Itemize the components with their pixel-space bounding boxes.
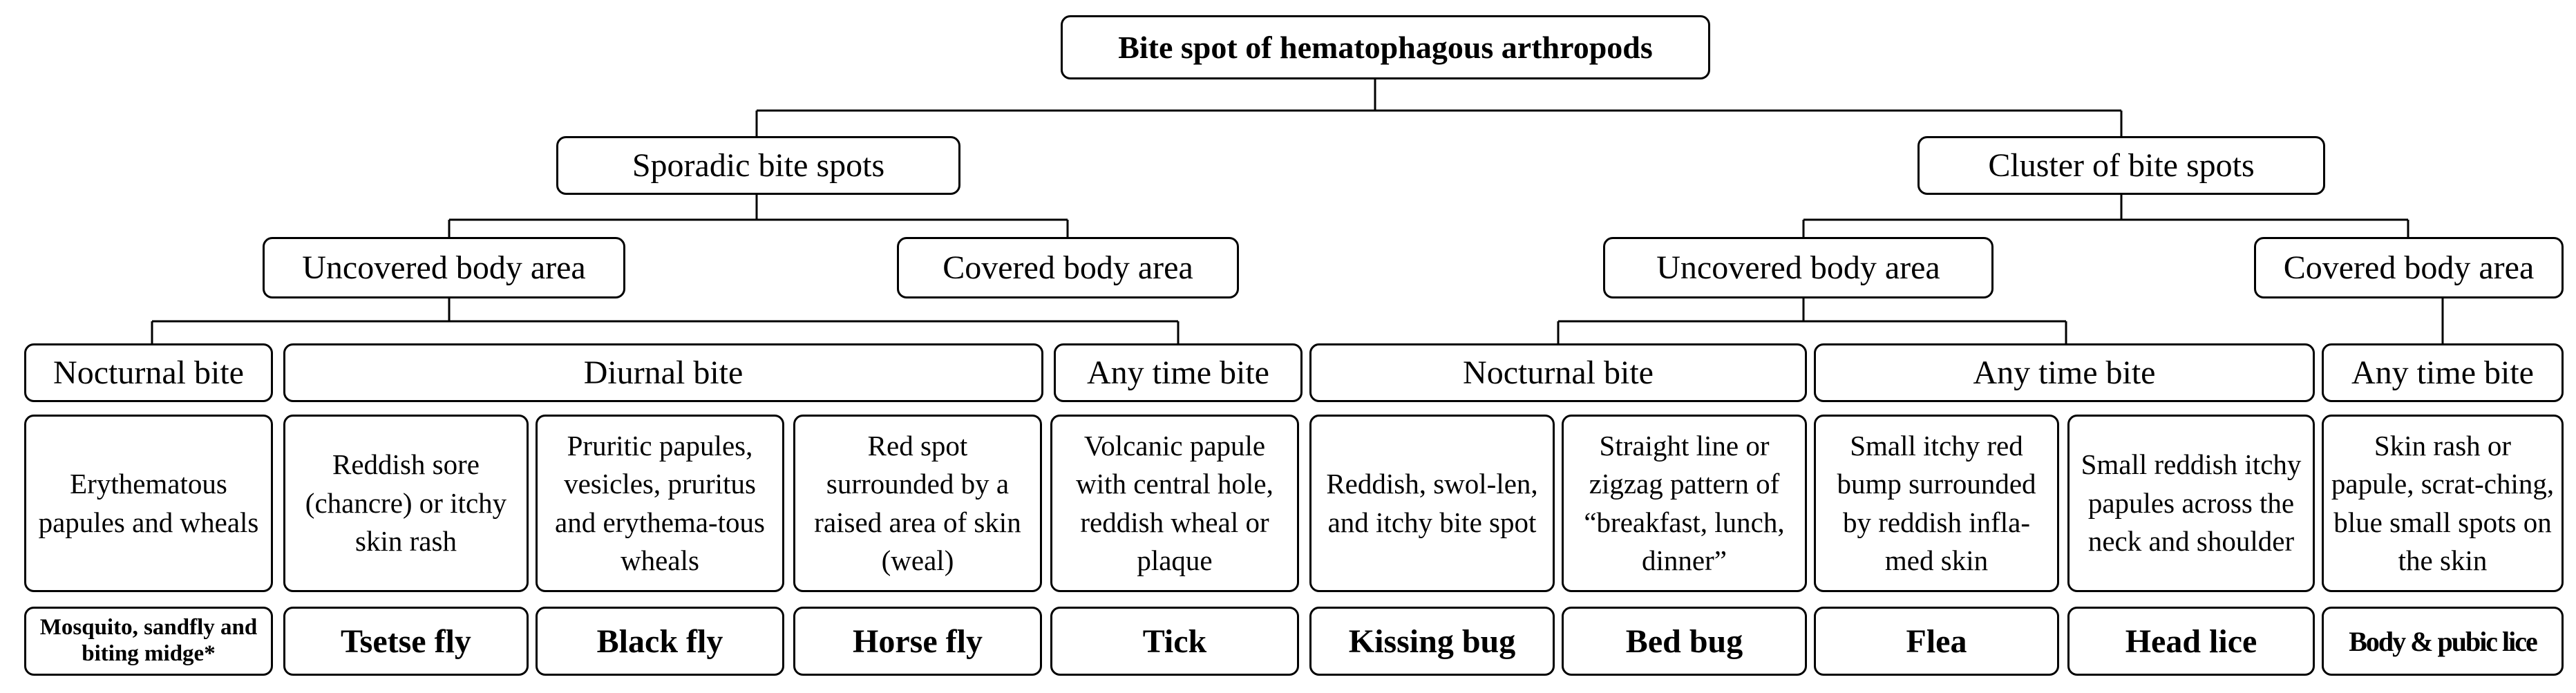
- arthropod-name: Tsetse fly: [341, 623, 471, 660]
- description-node-10: Skin rash or papule, scrat-ching, blue s…: [2322, 415, 2564, 592]
- arthropod-name: Head lice: [2125, 623, 2257, 660]
- arthropod-name: Black fly: [596, 623, 723, 660]
- sporadic-covered-label: Covered body area: [943, 249, 1193, 286]
- diurnal-bite-node: Diurnal bite: [283, 343, 1043, 402]
- nocturnal-bite-label-2: Nocturnal bite: [1463, 354, 1654, 391]
- description-text: Reddish, swol-len, and itchy bite spot: [1326, 468, 1538, 538]
- root-label: Bite spot of hematophagous arthropods: [1118, 30, 1653, 65]
- description-node-6: Reddish, swol-len, and itchy bite spot: [1309, 415, 1555, 592]
- cluster-covered-node: Covered body area: [2254, 237, 2564, 298]
- arthropod-node-7: Bed bug: [1562, 607, 1807, 676]
- description-text: Straight line or zigzag pattern of “brea…: [1584, 429, 1785, 576]
- description-text: Red spot surrounded by a raised area of …: [814, 429, 1021, 576]
- any-time-bite-label-3: Any time bite: [2351, 354, 2534, 391]
- cluster-uncovered-node: Uncovered body area: [1603, 237, 1993, 298]
- description-node-5: Volcanic papule with central hole, reddi…: [1050, 415, 1299, 592]
- sporadic-bite-spots-node: Sporadic bite spots: [556, 136, 960, 195]
- cluster-covered-label: Covered body area: [2283, 249, 2535, 286]
- description-text: Small itchy red bump surrounded by reddi…: [1837, 429, 2036, 576]
- arthropod-node-1: Mosquito, sandfly and biting midge*: [24, 607, 273, 676]
- arthropod-node-2: Tsetse fly: [283, 607, 529, 676]
- arthropod-node-5: Tick: [1050, 607, 1299, 676]
- any-time-bite-label-2: Any time bite: [1973, 354, 2156, 391]
- arthropod-node-6: Kissing bug: [1309, 607, 1555, 676]
- arthropod-name: Body & pubic lice: [2349, 625, 2538, 657]
- description-text: Pruritic papules, vesicles, pruritus and…: [555, 429, 765, 576]
- cluster-bite-spots-label: Cluster of bite spots: [1988, 147, 2255, 184]
- description-node-7: Straight line or zigzag pattern of “brea…: [1562, 415, 1807, 592]
- arthropod-name: Horse fly: [853, 623, 983, 660]
- arthropod-node-8: Flea: [1814, 607, 2059, 676]
- diurnal-bite-label: Diurnal bite: [583, 354, 744, 391]
- arthropod-node-3: Black fly: [536, 607, 784, 676]
- sporadic-uncovered-label: Uncovered body area: [302, 249, 586, 286]
- sporadic-bite-spots-label: Sporadic bite spots: [632, 147, 885, 184]
- nocturnal-bite-node-2: Nocturnal bite: [1309, 343, 1807, 402]
- description-node-4: Red spot surrounded by a raised area of …: [793, 415, 1042, 592]
- description-text: Small reddish itchy papules across the n…: [2081, 448, 2302, 558]
- sporadic-uncovered-node: Uncovered body area: [263, 237, 625, 298]
- any-time-bite-node-2: Any time bite: [1814, 343, 2315, 402]
- arthropod-name: Flea: [1906, 623, 1967, 660]
- description-text: Erythematous papules and wheals: [38, 468, 259, 538]
- nocturnal-bite-node-1: Nocturnal bite: [24, 343, 273, 402]
- description-text: Volcanic papule with central hole, reddi…: [1076, 429, 1273, 576]
- description-node-8: Small itchy red bump surrounded by reddi…: [1814, 415, 2059, 592]
- nocturnal-bite-label-1: Nocturnal bite: [53, 354, 244, 391]
- arthropod-name: Tick: [1142, 623, 1207, 660]
- any-time-bite-node-1: Any time bite: [1054, 343, 1303, 402]
- description-node-1: Erythematous papules and wheals: [24, 415, 273, 592]
- arthropod-name: Kissing bug: [1348, 623, 1516, 660]
- description-text: Reddish sore (chancre) or itchy skin ras…: [305, 448, 507, 558]
- arthropod-node-10: Body & pubic lice: [2322, 607, 2564, 676]
- any-time-bite-label-1: Any time bite: [1087, 354, 1269, 391]
- sporadic-covered-node: Covered body area: [897, 237, 1239, 298]
- arthropod-name: Mosquito, sandfly and biting midge*: [39, 615, 258, 666]
- cluster-bite-spots-node: Cluster of bite spots: [1917, 136, 2325, 195]
- description-node-2: Reddish sore (chancre) or itchy skin ras…: [283, 415, 529, 592]
- arthropod-node-9: Head lice: [2067, 607, 2315, 676]
- any-time-bite-node-3: Any time bite: [2322, 343, 2564, 402]
- description-node-3: Pruritic papules, vesicles, pruritus and…: [536, 415, 784, 592]
- root-node: Bite spot of hematophagous arthropods: [1061, 15, 1710, 79]
- arthropod-node-4: Horse fly: [793, 607, 1042, 676]
- description-node-9: Small reddish itchy papules across the n…: [2067, 415, 2315, 592]
- description-text: Skin rash or papule, scrat-ching, blue s…: [2331, 429, 2555, 576]
- cluster-uncovered-label: Uncovered body area: [1656, 249, 1940, 286]
- arthropod-name: Bed bug: [1625, 623, 1743, 660]
